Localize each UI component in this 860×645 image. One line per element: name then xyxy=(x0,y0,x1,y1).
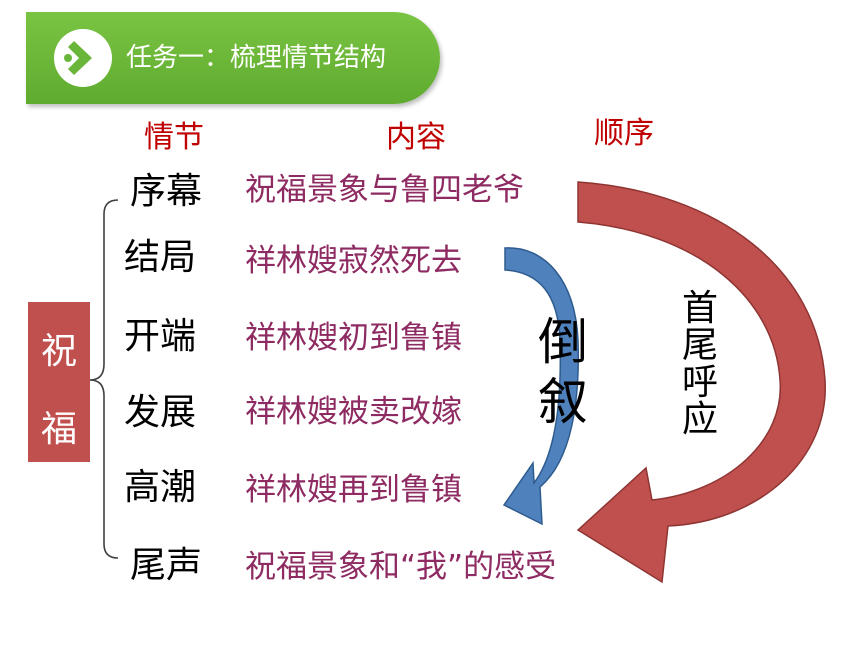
stage-label: 结局 xyxy=(124,237,197,278)
title-banner: 任务一：梳理情节结构 xyxy=(26,12,440,104)
header-content: 内容 xyxy=(386,120,446,155)
content-text: 祝福景象与鲁四老爷 xyxy=(245,172,524,208)
bookend-char: 尾 xyxy=(682,325,719,366)
structure-brace xyxy=(89,199,119,559)
content-text: 祥林嫂被卖改嫁 xyxy=(245,394,462,430)
stage-label: 发展 xyxy=(124,392,197,433)
stage-label: 序幕 xyxy=(130,171,203,212)
stage-label: 尾声 xyxy=(130,545,203,586)
content-text: 祝福景象和“我”的感受 xyxy=(245,549,557,585)
bookend-char: 呼 xyxy=(682,362,719,403)
stage-label: 开端 xyxy=(124,316,197,357)
flashback-label: 倒 叙 xyxy=(538,312,588,432)
flashback-arrow xyxy=(502,247,580,526)
flashback-char: 倒 xyxy=(538,313,588,371)
bookend-char: 应 xyxy=(682,399,719,440)
header-order: 顺序 xyxy=(594,116,654,151)
flashback-char: 叙 xyxy=(538,373,588,431)
banner-icon-circle xyxy=(54,29,112,87)
chevron-right-icon xyxy=(64,41,92,75)
content-text: 祥林嫂寂然死去 xyxy=(245,243,462,279)
banner-title: 任务一：梳理情节结构 xyxy=(126,43,387,73)
header-plot: 情节 xyxy=(144,120,204,155)
story-title-char: 祝 xyxy=(40,331,77,372)
bookend-arrow xyxy=(576,181,826,584)
bookend-char: 首 xyxy=(682,288,719,329)
content-text: 祥林嫂再到鲁镇 xyxy=(245,472,462,508)
story-title-char: 福 xyxy=(40,409,77,450)
stage-label: 高潮 xyxy=(124,467,197,508)
story-title-box: 祝 福 xyxy=(28,302,90,462)
content-text: 祥林嫂初到鲁镇 xyxy=(245,320,462,356)
bookend-label: 首 尾 呼 应 xyxy=(682,290,718,438)
